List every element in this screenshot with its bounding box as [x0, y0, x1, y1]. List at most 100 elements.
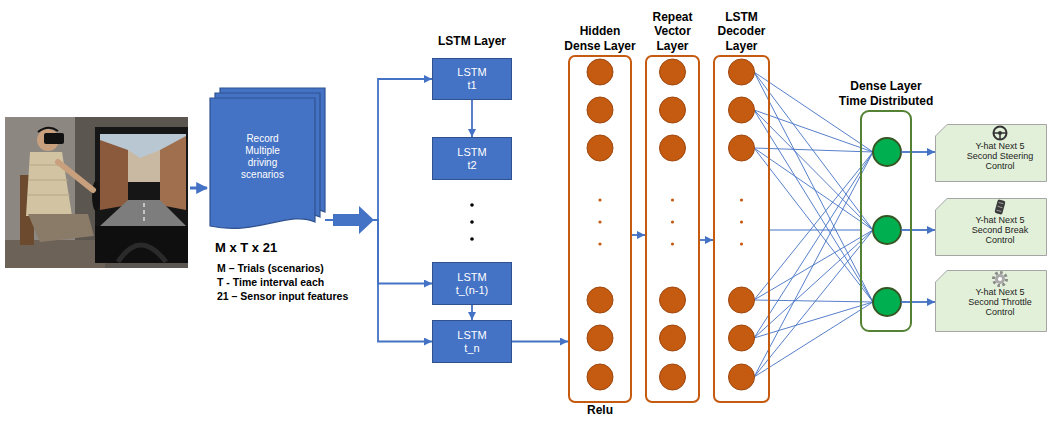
- connector: [471, 305, 473, 320]
- screen-dashboard: [95, 226, 188, 263]
- connector: [325, 79, 432, 220]
- fan-line: [754, 110, 873, 230]
- screen-street-far: [128, 150, 160, 182]
- control-icon: [994, 127, 1007, 140]
- card-outline: [936, 125, 1047, 182]
- shape-label: M x T x 21: [215, 240, 277, 255]
- card-outline: [936, 271, 1047, 332]
- gear-body: [995, 274, 1005, 284]
- fan-line: [754, 302, 873, 377]
- layer-heading: Repeat Vector Layer: [643, 10, 703, 53]
- neuron: [587, 97, 613, 123]
- fan-line: [754, 230, 873, 338]
- road-marking: [143, 203, 145, 224]
- output-card: Y-hat Next 5 Second Throttle Control: [935, 270, 1047, 332]
- lstm-cell: LSTM t2: [432, 137, 512, 180]
- connector: [632, 234, 645, 236]
- neuron: [729, 364, 755, 390]
- ellipsis-dot: [598, 220, 601, 223]
- ellipsis-dot: [598, 198, 601, 201]
- legend-note: 21 – Sensor input features: [217, 290, 348, 302]
- ellipsis-dot: [740, 198, 743, 201]
- neuron: [587, 59, 613, 85]
- fan-line: [754, 302, 873, 338]
- connector: [912, 151, 935, 153]
- shirt-stripe: [28, 195, 70, 196]
- driver-photo: [5, 117, 188, 268]
- fan-line: [754, 152, 873, 377]
- connector: [325, 220, 432, 342]
- output-card: Y-hat Next 5 Second Break Control: [935, 198, 1047, 256]
- output-neurons: [873, 138, 912, 316]
- ellipsis-dot: [671, 220, 674, 223]
- vr-headset: [44, 133, 64, 144]
- lstm-cell: LSTM t1: [432, 58, 512, 100]
- ellipsis-dot: [598, 242, 601, 245]
- cell-text: LSTM t2: [452, 146, 492, 171]
- ellipsis-dot: [470, 203, 474, 207]
- screen-frame: [95, 127, 188, 263]
- connector: [512, 341, 568, 343]
- driver-arm: [58, 162, 93, 190]
- layer-panel: Hidden Dense LayerRelu: [568, 55, 632, 403]
- control-icon: [994, 273, 1007, 286]
- neuron: [587, 287, 613, 313]
- neuron: [729, 97, 755, 123]
- layer-heading: Dense Layer Time Distributed: [837, 79, 935, 108]
- shirt-stripe: [29, 180, 68, 181]
- neuron: [729, 135, 755, 161]
- output-text: Y-hat Next 5 Second Break Control: [960, 215, 1040, 245]
- dense-panel: Dense Layer Time Distributed: [860, 110, 912, 332]
- document-text: Record Multiple driving scenarios: [232, 133, 294, 181]
- layer-panel: Repeat Vector Layer: [645, 55, 700, 403]
- screen-steering-wheel: [118, 245, 166, 262]
- fan-line: [754, 148, 873, 152]
- ellipsis-dot: [740, 242, 743, 245]
- fan-line: [754, 148, 873, 230]
- cell-text: LSTM t_(n-1): [452, 271, 492, 296]
- connector-group: [325, 79, 935, 342]
- ellipsis-dot: [470, 220, 474, 224]
- layer-heading: Hidden Dense Layer: [561, 24, 639, 53]
- connector: [700, 239, 713, 241]
- connector: [912, 229, 935, 231]
- screen-building: [160, 136, 186, 210]
- layer-panel: LSTM Decoder Layer: [713, 55, 770, 403]
- output-neuron: [873, 216, 901, 244]
- vr-strap: [38, 128, 58, 132]
- pedal-grip: [997, 202, 1004, 211]
- cell-text: LSTM t_n: [452, 329, 492, 354]
- wheel-spokes: [994, 133, 1006, 139]
- neuron: [660, 287, 686, 313]
- fan-line: [754, 110, 873, 302]
- neuron: [587, 135, 613, 161]
- fan-line: [754, 110, 873, 152]
- screen-building: [100, 140, 128, 210]
- cell-text: LSTM t1: [452, 66, 492, 91]
- neuron: [729, 325, 755, 351]
- fan-line: [754, 230, 873, 377]
- legend-note: M – Trials (scenarios): [217, 262, 324, 274]
- screen-road: [100, 200, 186, 226]
- ellipsis-dot: [740, 220, 743, 223]
- output-card: Y-hat Next 5 Second Steering Control: [935, 124, 1047, 182]
- pedal-body: [994, 199, 1005, 215]
- fan-line: [754, 148, 873, 302]
- layer-title: LSTM Layer: [432, 34, 512, 48]
- neuron: [660, 325, 686, 351]
- card-outline: [936, 199, 1047, 256]
- fan-line: [754, 152, 873, 300]
- neuron: [587, 364, 613, 390]
- fan-line: [754, 300, 873, 302]
- neuron-ellipsis: [598, 198, 743, 245]
- neuron: [729, 59, 755, 85]
- fan-lines: [754, 72, 873, 377]
- driver-torso: [26, 152, 72, 216]
- gear-teeth: [994, 273, 1007, 286]
- ellipsis-dot: [671, 198, 674, 201]
- neuron: [660, 364, 686, 390]
- neuron: [729, 287, 755, 313]
- ellipsis-dot: [470, 237, 474, 241]
- photo-background: [5, 117, 188, 268]
